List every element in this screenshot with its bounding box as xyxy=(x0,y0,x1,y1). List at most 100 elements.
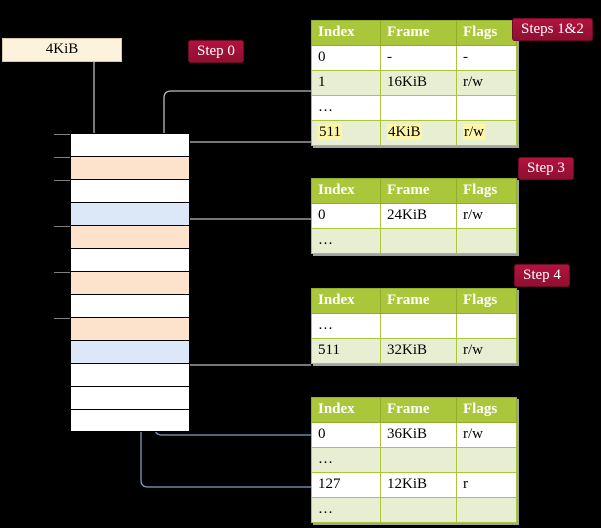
wire-step4 xyxy=(176,296,311,366)
highlighted-value: r/w xyxy=(463,124,485,140)
column-header-flags: Flags xyxy=(456,397,517,423)
column-header-frame: Frame xyxy=(380,288,457,314)
memory-frame-row xyxy=(54,271,190,294)
highlighted-value: 511 xyxy=(318,124,342,140)
column-header-index: Index xyxy=(311,288,381,314)
table-row: 511 4KiB r/w xyxy=(311,120,517,146)
memory-row-tick xyxy=(54,318,70,319)
wire-steps12-a xyxy=(163,90,311,150)
memory-frame-row xyxy=(54,179,190,202)
memory-frame-row xyxy=(70,386,190,409)
cell-frame xyxy=(380,497,457,523)
column-header-index: Index xyxy=(311,178,381,204)
badge-steps-1-2: Steps 1&2 xyxy=(512,18,593,41)
cell-flags xyxy=(456,447,517,473)
badge-step-4: Step 4 xyxy=(514,264,570,287)
cell-flags: r/w xyxy=(456,203,517,229)
table-row: … xyxy=(311,95,517,121)
memory-row-tick xyxy=(54,226,70,227)
column-header-flags: Flags xyxy=(456,20,517,46)
memory-frame-row xyxy=(54,133,190,156)
cell-frame: 24KiB xyxy=(380,203,457,229)
cell-frame: 32KiB xyxy=(380,338,457,364)
memory-row-tick xyxy=(54,134,70,135)
frame-size-box: 4KiB xyxy=(2,38,122,62)
cell-flags xyxy=(456,95,517,121)
cell-index: … xyxy=(311,228,381,254)
memory-frame-row xyxy=(70,409,190,432)
column-header-index: Index xyxy=(311,20,381,46)
cell-frame: 12KiB xyxy=(380,472,457,498)
table-row: … xyxy=(311,447,517,473)
memory-frame-row xyxy=(70,202,190,225)
column-header-index: Index xyxy=(311,397,381,423)
wire-step3 xyxy=(181,218,311,254)
cell-index: 0 xyxy=(311,45,381,71)
memory-frame-row xyxy=(70,363,190,386)
cell-frame xyxy=(380,95,457,121)
cell-flags xyxy=(456,497,517,523)
memory-frame-row xyxy=(54,317,190,340)
cell-flags: r/w xyxy=(456,120,517,146)
cell-index: … xyxy=(311,95,381,121)
memory-row-tick xyxy=(54,157,70,158)
badge-step-0: Step 0 xyxy=(188,40,244,63)
cell-frame: - xyxy=(380,45,457,71)
cell-frame xyxy=(380,228,457,254)
column-header-flags: Flags xyxy=(456,288,517,314)
memory-frame-row xyxy=(54,225,190,248)
cell-index: 0 xyxy=(311,203,381,229)
column-header-frame: Frame xyxy=(380,397,457,423)
cell-index: … xyxy=(311,313,381,339)
cell-flags: r/w xyxy=(456,422,517,448)
wire-step3-stub xyxy=(175,219,311,250)
cell-index: 127 xyxy=(311,472,381,498)
column-header-flags: Flags xyxy=(456,178,517,204)
cell-flags: - xyxy=(456,45,517,71)
memory-row-tick xyxy=(54,272,70,273)
highlighted-value: 4KiB xyxy=(387,124,422,140)
cell-index: … xyxy=(311,497,381,523)
cell-flags xyxy=(456,228,517,254)
cell-index: 511 xyxy=(311,338,381,364)
column-header-frame: Frame xyxy=(380,20,457,46)
table-row: … xyxy=(311,313,517,339)
cell-flags: r/w xyxy=(456,338,517,364)
frame-size-label: 4KiB xyxy=(45,41,79,57)
memory-frame-row xyxy=(70,340,190,363)
memory-row-tick xyxy=(54,180,70,181)
cell-frame: 4KiB xyxy=(380,120,457,146)
cell-frame xyxy=(380,313,457,339)
badge-step-3: Step 3 xyxy=(518,157,574,180)
cell-index: 511 xyxy=(311,120,381,146)
memory-frame-row xyxy=(70,248,190,271)
cell-index: … xyxy=(311,447,381,473)
memory-frame-row xyxy=(54,156,190,179)
table-row: 0-- xyxy=(311,45,517,71)
cell-frame xyxy=(380,447,457,473)
physical-memory-column xyxy=(54,133,190,432)
cell-frame: 36KiB xyxy=(380,422,457,448)
cell-flags xyxy=(456,313,517,339)
memory-frame-row xyxy=(70,294,190,317)
table-row: … xyxy=(311,497,517,523)
cell-frame: 16KiB xyxy=(380,70,457,96)
cell-index: 1 xyxy=(311,70,381,96)
cell-flags: r/w xyxy=(456,70,517,96)
cell-flags: r xyxy=(456,472,517,498)
wire-pt-127 xyxy=(134,203,311,488)
